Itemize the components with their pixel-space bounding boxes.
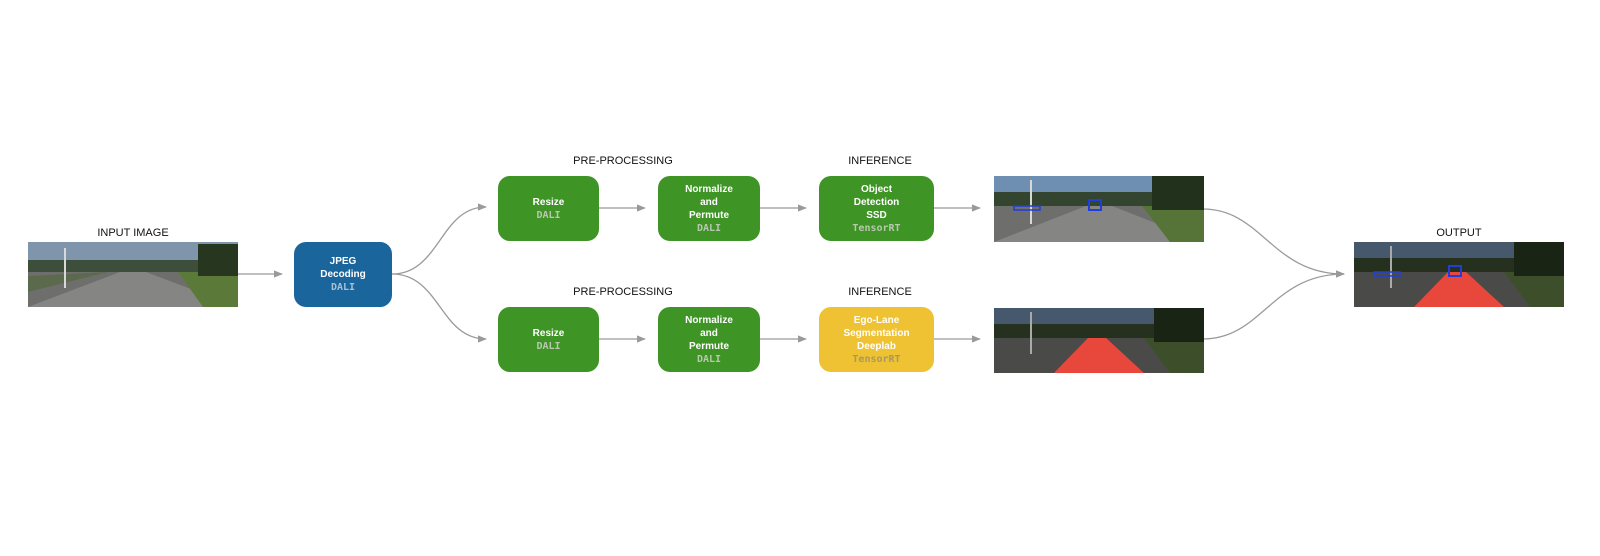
input-image-label: INPUT IMAGE	[97, 227, 169, 239]
inference-label-bottom: INFERENCE	[848, 286, 912, 298]
top-inference-line-2: Detection	[853, 196, 900, 208]
preprocessing-label-top: PRE-PROCESSING	[573, 155, 673, 167]
arrow-top-result-to-output	[1202, 208, 1345, 278]
top-normalize-line-1: Normalize	[685, 183, 733, 195]
jpeg-box-line-2: Decoding	[320, 269, 366, 280]
bottom-resize-tech: DALI	[536, 340, 561, 352]
top-inference-box: Object Detection SSD TensorRT	[819, 176, 934, 241]
bottom-normalize-box: Normalize and Permute DALI	[658, 307, 760, 372]
output-road-image	[1354, 242, 1564, 307]
top-normalize-box: Normalize and Permute DALI	[658, 176, 760, 241]
arrow-jpeg-to-bottom-resize	[391, 273, 487, 343]
bottom-result-segmentation-image	[994, 308, 1204, 373]
arrow-bottom-result-to-output	[1202, 270, 1345, 340]
bottom-normalize-line-1: Normalize	[685, 314, 733, 326]
top-result-detection-image	[994, 176, 1204, 242]
bottom-inference-tech: TensorRT	[852, 353, 901, 365]
input-road-image	[28, 242, 238, 307]
top-resize-box: Resize DALI	[498, 176, 599, 241]
bottom-inference-line-2: Segmentation	[843, 327, 910, 339]
top-normalize-line-2: and	[700, 196, 718, 208]
top-inference-tech: TensorRT	[852, 222, 901, 234]
jpeg-box-line-1: JPEG	[329, 256, 357, 267]
bottom-inference-line-3: Deeplab	[857, 340, 896, 352]
bottom-inference-box: Ego-Lane Segmentation Deeplab TensorRT	[819, 307, 934, 372]
preprocessing-label-bottom: PRE-PROCESSING	[573, 286, 673, 298]
arrow-jpeg-to-top-resize	[391, 203, 487, 275]
top-resize-tech: DALI	[536, 209, 561, 221]
bottom-normalize-tech: DALI	[696, 353, 722, 365]
top-resize-line-1: Resize	[532, 196, 565, 208]
bottom-normalize-line-3: Permute	[688, 340, 729, 352]
jpeg-decoding-box: JPEG Decoding DALI	[294, 242, 392, 307]
top-normalize-tech: DALI	[696, 222, 722, 234]
bottom-resize-line-1: Resize	[532, 327, 565, 339]
bottom-inference-line-1: Ego-Lane	[853, 314, 900, 326]
bottom-normalize-line-2: and	[700, 327, 718, 339]
top-inference-line-3: SSD	[866, 209, 887, 221]
top-inference-line-1: Object	[860, 183, 893, 195]
bottom-resize-box: Resize DALI	[498, 307, 599, 372]
output-label: OUTPUT	[1436, 227, 1482, 239]
inference-label-top: INFERENCE	[848, 155, 912, 167]
jpeg-box-tech: DALI	[330, 282, 356, 293]
top-normalize-line-3: Permute	[688, 209, 729, 221]
